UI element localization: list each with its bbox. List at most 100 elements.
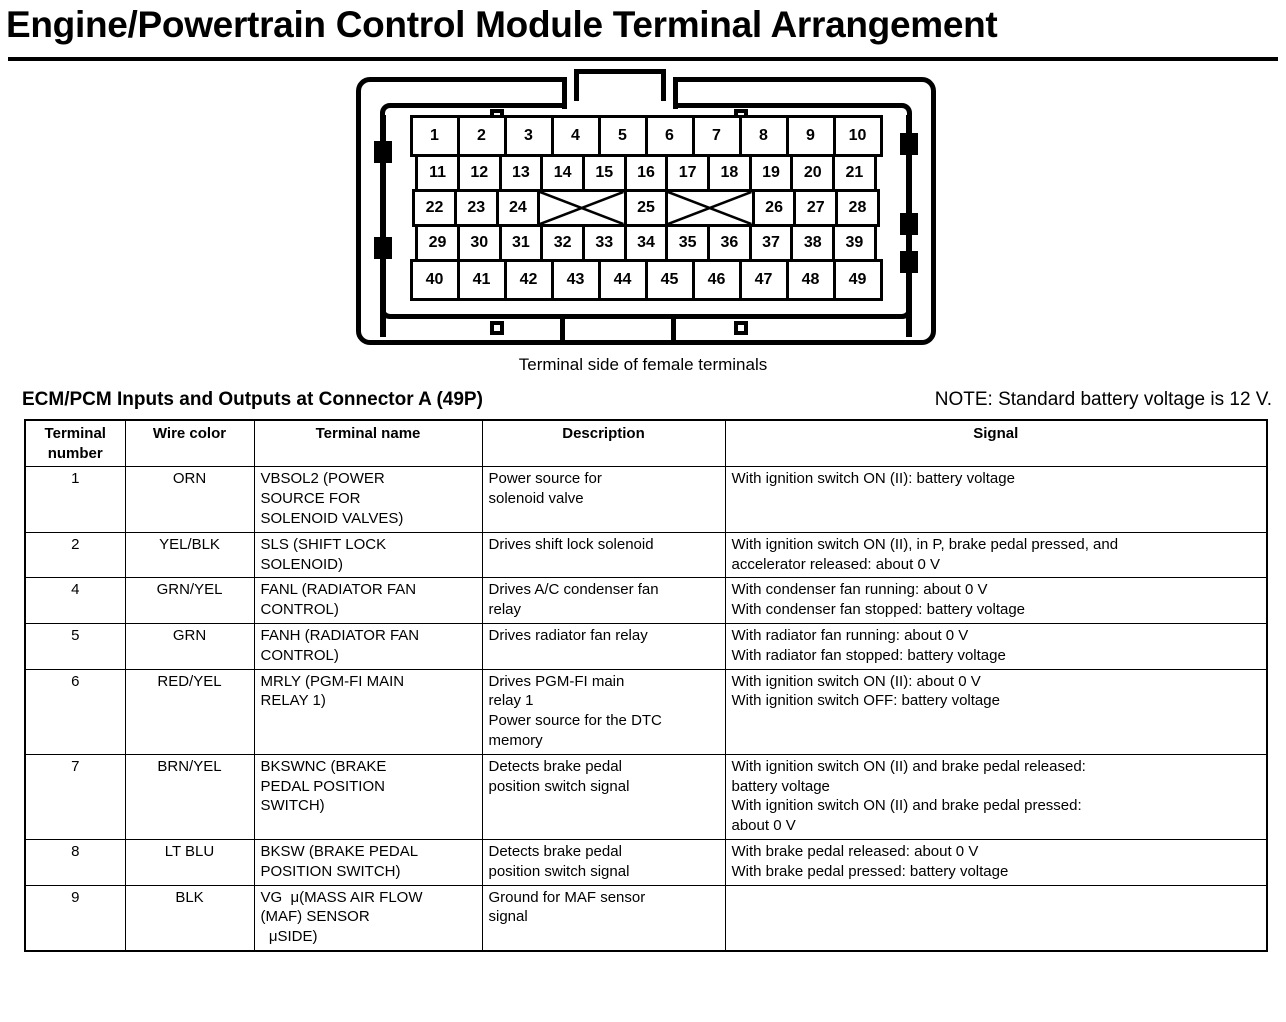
pin-39: 39 [832, 224, 877, 263]
connector-lock-tab-left-lower [374, 236, 392, 259]
pin-1: 1 [409, 115, 460, 158]
pin-35: 35 [665, 224, 711, 263]
pin-40: 40 [409, 259, 460, 302]
cell-wire-color: ORN [124, 466, 255, 533]
cell-wire-color: RED/YEL [124, 668, 255, 755]
pin-13: 13 [498, 154, 544, 193]
pin-blank-crossed [665, 189, 755, 228]
column-header-3: Description [481, 419, 726, 468]
cell-description: Drives shift lock solenoid [481, 531, 726, 579]
pin-17: 17 [665, 154, 711, 193]
pin-5: 5 [597, 115, 648, 158]
pin-7: 7 [691, 115, 742, 158]
column-header-1: Wire color [124, 419, 255, 468]
section-header: ECM/PCM Inputs and Outputs at Connector … [0, 375, 1286, 411]
pin-11: 11 [415, 154, 460, 193]
pin-25: 25 [623, 189, 669, 228]
pin-31: 31 [498, 224, 544, 263]
pin-23: 23 [453, 189, 499, 228]
cell-terminal-number: 8 [24, 838, 126, 886]
cell-signal: With ignition switch ON (II) and brake p… [724, 753, 1268, 840]
pin-6: 6 [644, 115, 695, 158]
pin-8: 8 [738, 115, 789, 158]
cell-wire-color: GRN/YEL [124, 577, 255, 625]
cell-terminal-number: 5 [24, 623, 126, 670]
pin-26: 26 [751, 189, 797, 228]
pin-44: 44 [597, 259, 648, 302]
column-header-4: Signal [724, 419, 1268, 468]
pin-37: 37 [748, 224, 794, 263]
connector-lock-tab-left-upper [374, 140, 392, 163]
pin-19: 19 [748, 154, 794, 193]
pin-36: 36 [707, 224, 752, 263]
cell-wire-color: GRN [124, 623, 255, 670]
pin-14: 14 [540, 154, 585, 193]
pin-48: 48 [785, 259, 836, 302]
pin-43: 43 [550, 259, 601, 302]
cell-terminal-number: 1 [24, 466, 126, 533]
cell-terminal-number: 4 [24, 577, 126, 625]
connector-notch-bottom-left [490, 320, 504, 335]
pin-22: 22 [412, 189, 457, 228]
cell-signal: With ignition switch ON (II), in P, brak… [724, 531, 1268, 579]
pin-9: 9 [785, 115, 836, 158]
cell-signal [724, 884, 1268, 952]
cell-terminal-number: 7 [24, 753, 126, 840]
pin-27: 27 [793, 189, 839, 228]
pin-29: 29 [415, 224, 460, 263]
section-title: ECM/PCM Inputs and Outputs at Connector … [22, 388, 483, 410]
cell-wire-color: BLK [124, 884, 255, 952]
pin-blank-crossed [537, 189, 627, 228]
pin-16: 16 [623, 154, 669, 193]
connector-lock-tab-right-lower [900, 250, 918, 273]
pin-30: 30 [456, 224, 502, 263]
page-title: Engine/Powertrain Control Module Termina… [6, 4, 998, 45]
pin-32: 32 [540, 224, 585, 263]
pin-33: 33 [581, 224, 627, 263]
pin-34: 34 [623, 224, 669, 263]
connector-lock-tab-right-upper [900, 132, 918, 155]
pin-21: 21 [832, 154, 877, 193]
title-divider [8, 56, 1278, 61]
cell-terminal-name: VG μ(MASS AIR FLOW(MAF) SENSOR μSIDE) [253, 884, 483, 952]
cell-wire-color: BRN/YEL [124, 753, 255, 840]
pin-24: 24 [495, 189, 541, 228]
cell-wire-color: LT BLU [124, 838, 255, 886]
connector-notch-bottom-right [734, 320, 748, 335]
pin-12: 12 [456, 154, 502, 193]
connector-lock-tab-right-middle [900, 212, 918, 235]
pin-46: 46 [691, 259, 742, 302]
cell-terminal-number: 2 [24, 531, 126, 579]
pin-28: 28 [835, 189, 880, 228]
pin-15: 15 [581, 154, 627, 193]
pin-4: 4 [550, 115, 601, 158]
cell-signal: With ignition switch ON (II): battery vo… [724, 466, 1268, 533]
cell-terminal-number: 9 [24, 884, 126, 952]
cell-wire-color: YEL/BLK [124, 531, 255, 579]
pin-41: 41 [456, 259, 507, 302]
